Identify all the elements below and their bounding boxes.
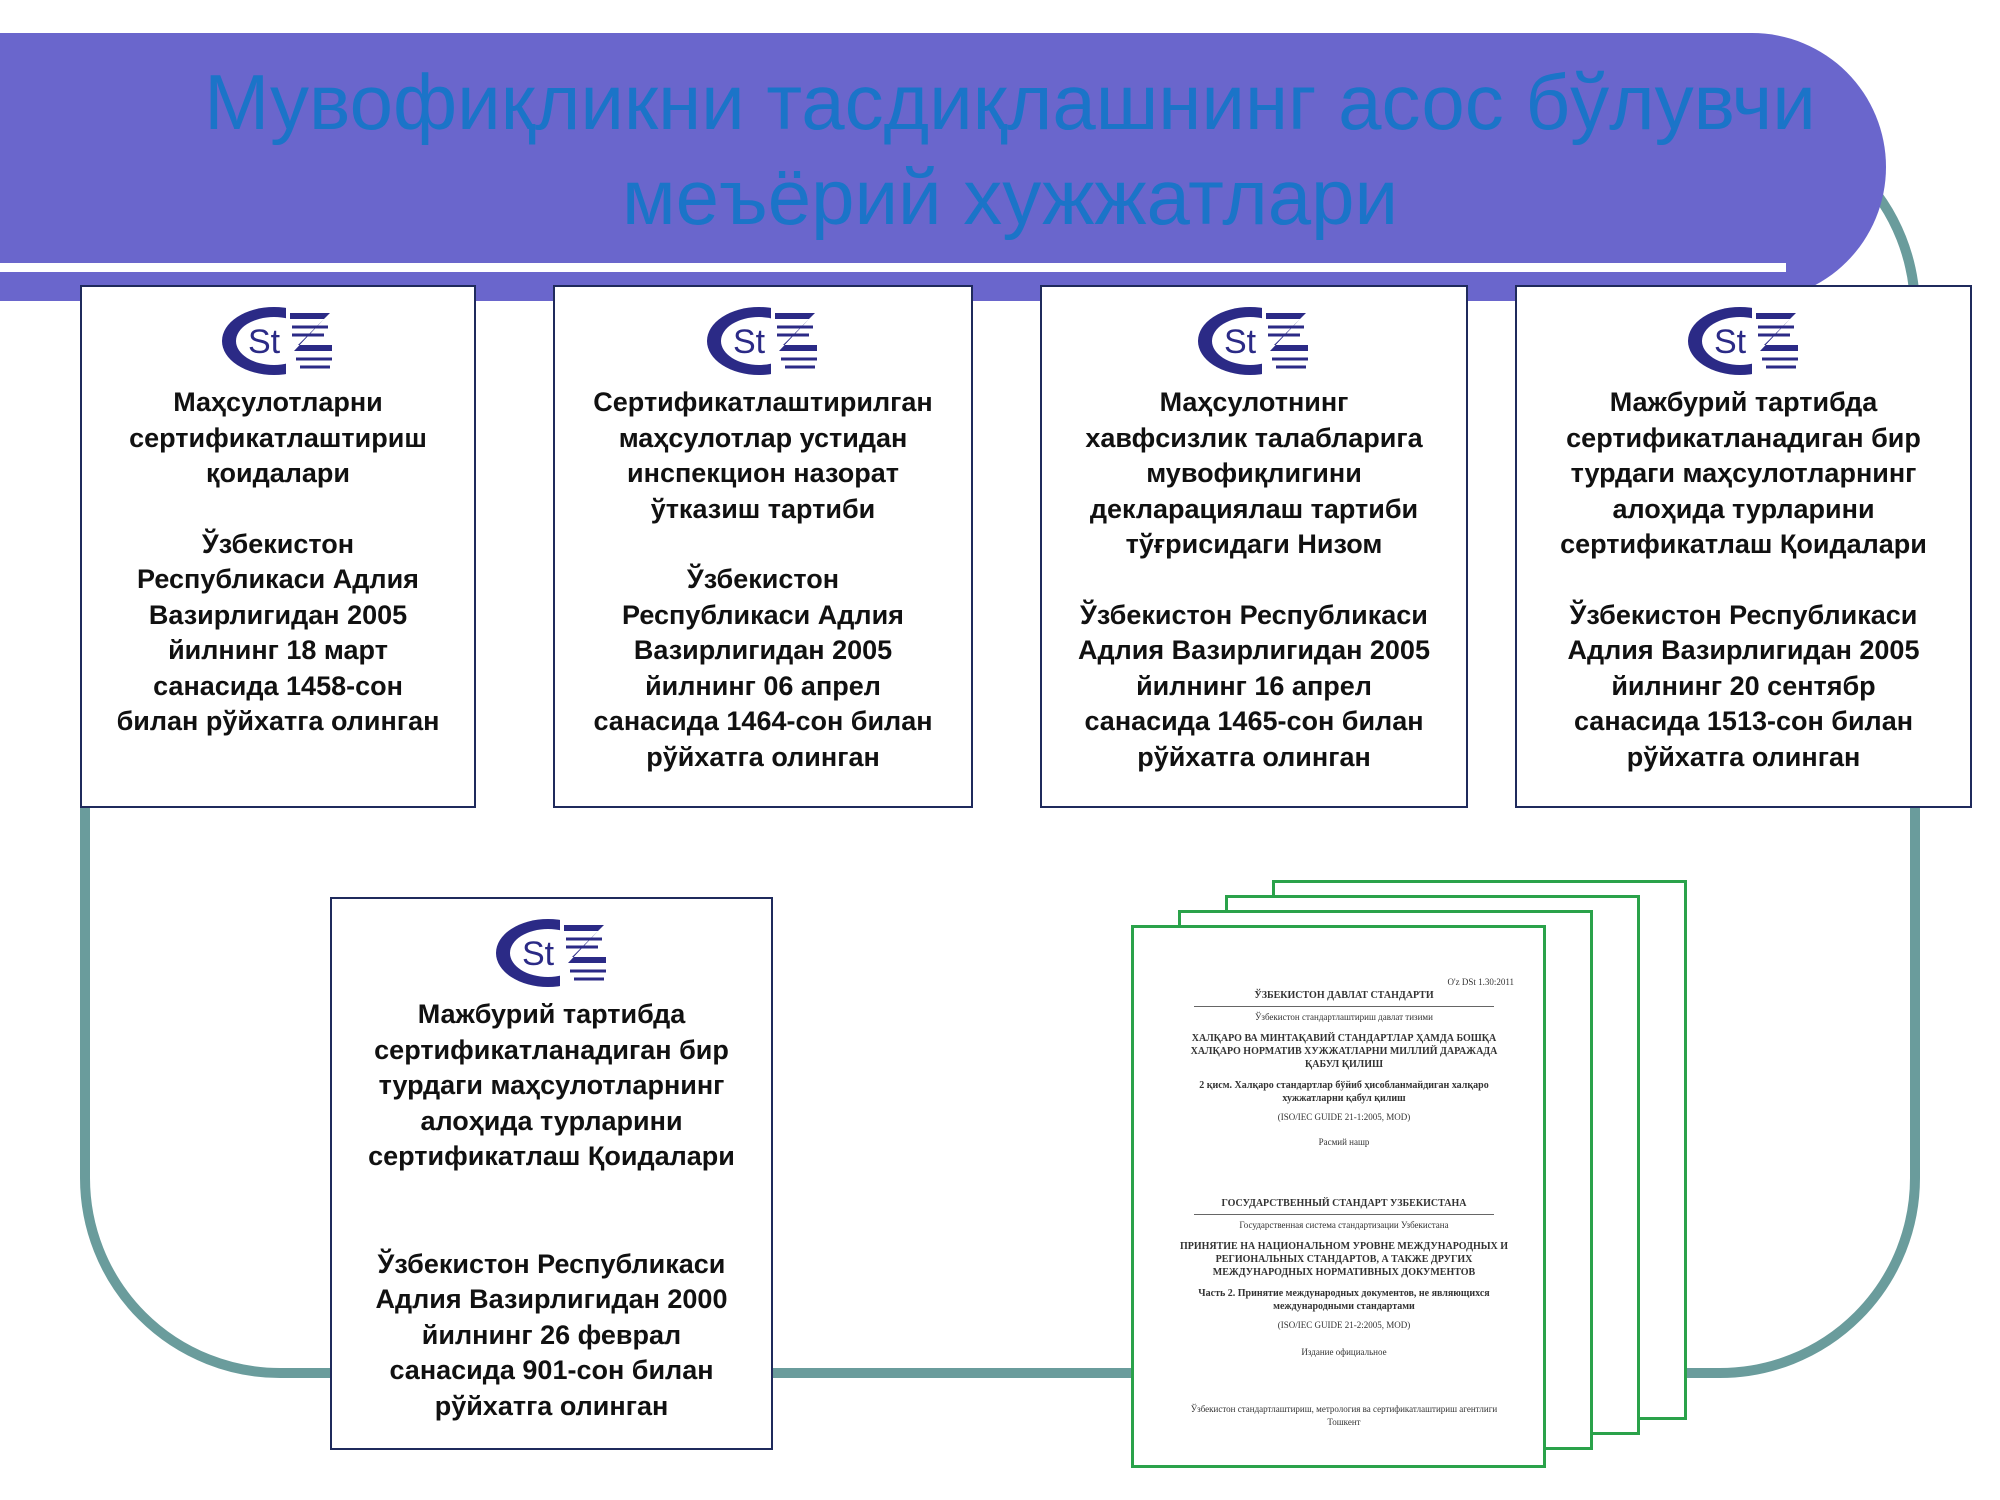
document-uz-part: 2 қисм. Халқаро стандартлар бўйиб ҳисобл…: [1199, 1080, 1489, 1104]
document-uz-system: Ўзбекистон стандартлаштириш давлат тизим…: [1255, 1012, 1433, 1022]
card-5-registration: Ўзбекистон Республикаси Адлия Вазирлигид…: [375, 1248, 728, 1421]
card-1-name: Маҳсулотларни сертификатлаштириш қоидала…: [129, 387, 427, 488]
logo-text: St: [248, 323, 281, 361]
document-ru-system: Государственная система стандартизации У…: [1239, 1220, 1449, 1230]
title-underline: [0, 263, 1786, 272]
document-ru-part: Часть 2. Принятие международных документ…: [1198, 1288, 1490, 1312]
logo-text: St: [733, 323, 766, 361]
stz-logo-icon: St: [1198, 305, 1312, 377]
card-3-registration: Ўзбекистон Республикаси Адлия Вазирлигид…: [1078, 599, 1430, 772]
regulation-card-3: St Маҳсулотнинг хавфсизлик талабларига м…: [1040, 285, 1468, 808]
card-2-registration: Ўзбекистон Республикаси Адлия Вазирлигид…: [593, 564, 933, 772]
document-ru-title: ПРИНЯТИЕ НА НАЦИОНАЛЬНОМ УРОВНЕ МЕЖДУНАР…: [1179, 1241, 1509, 1278]
slide-title: Мувофиқликни тасдиқлашнинг асос бўлувчи …: [204, 58, 1816, 241]
document-footer: Ўзбекистон стандартлаштириш, метрология …: [1190, 1404, 1498, 1427]
document-sheet-front: O'z DSt 1.30:2011 ЎЗБЕКИСТОН ДАВЛАТ СТАН…: [1131, 925, 1546, 1468]
document-ru-ref: (ISO/IEC GUIDE 21-2:2005, MOD): [1277, 1320, 1411, 1330]
stz-logo-icon: St: [1687, 305, 1802, 377]
card-1-registration: Ўзбекистон Республикаси Адлия Вазирлигид…: [116, 528, 440, 737]
regulation-card-2: St Сертификатлаштирилган маҳсулотлар уст…: [553, 285, 973, 808]
document-ru-edition: Издание официальное: [1301, 1347, 1387, 1357]
card-3-name: Маҳсулотнинг хавфсизлик талабларига муво…: [1085, 387, 1423, 559]
regulation-card-4: St Мажбурий тартибда сертификатланадиган…: [1515, 285, 1972, 808]
document-code: O'z DSt 1.30:2011: [1447, 977, 1514, 987]
stz-logo-icon: St: [222, 305, 336, 377]
document-uz-edition: Расмий нашр: [1318, 1137, 1370, 1147]
card-5-name: Мажбурий тартибда сертификатланадиган би…: [368, 999, 735, 1171]
document-ru-header: ГОСУДАРСТВЕННЫЙ СТАНДАРТ УЗБЕКИСТАНА: [1221, 1198, 1467, 1209]
logo-text: St: [1224, 323, 1257, 361]
document-uz-ref: (ISO/IEC GUIDE 21-1:2005, MOD): [1277, 1112, 1411, 1122]
card-4-registration: Ўзбекистон Республикаси Адлия Вазирлигид…: [1567, 599, 1920, 772]
logo-text: St: [522, 935, 555, 973]
document-uz-header: ЎЗБЕКИСТОН ДАВЛАТ СТАНДАРТИ: [1254, 990, 1434, 1001]
document-page-content: O'z DSt 1.30:2011 ЎЗБЕКИСТОН ДАВЛАТ СТАН…: [1174, 976, 1514, 1429]
card-4-name: Мажбурий тартибда сертификатланадиган би…: [1560, 387, 1927, 559]
stz-logo-icon: St: [707, 305, 821, 377]
card-2-name: Сертификатлаштирилган маҳсулотлар устида…: [593, 387, 933, 524]
regulation-card-1: St Маҳсулотларни сертификатлаштириш қоид…: [80, 285, 476, 808]
regulation-card-5: St Мажбурий тартибда сертификатланадиган…: [330, 897, 773, 1450]
logo-text: St: [1714, 323, 1747, 361]
document-uz-title: ХАЛҚАРО ВА МИНТАҚАВИЙ СТАНДАРТЛАР ҲАМДА …: [1190, 1033, 1498, 1070]
stz-logo-icon: St: [495, 917, 610, 989]
title-band: [0, 33, 1886, 301]
